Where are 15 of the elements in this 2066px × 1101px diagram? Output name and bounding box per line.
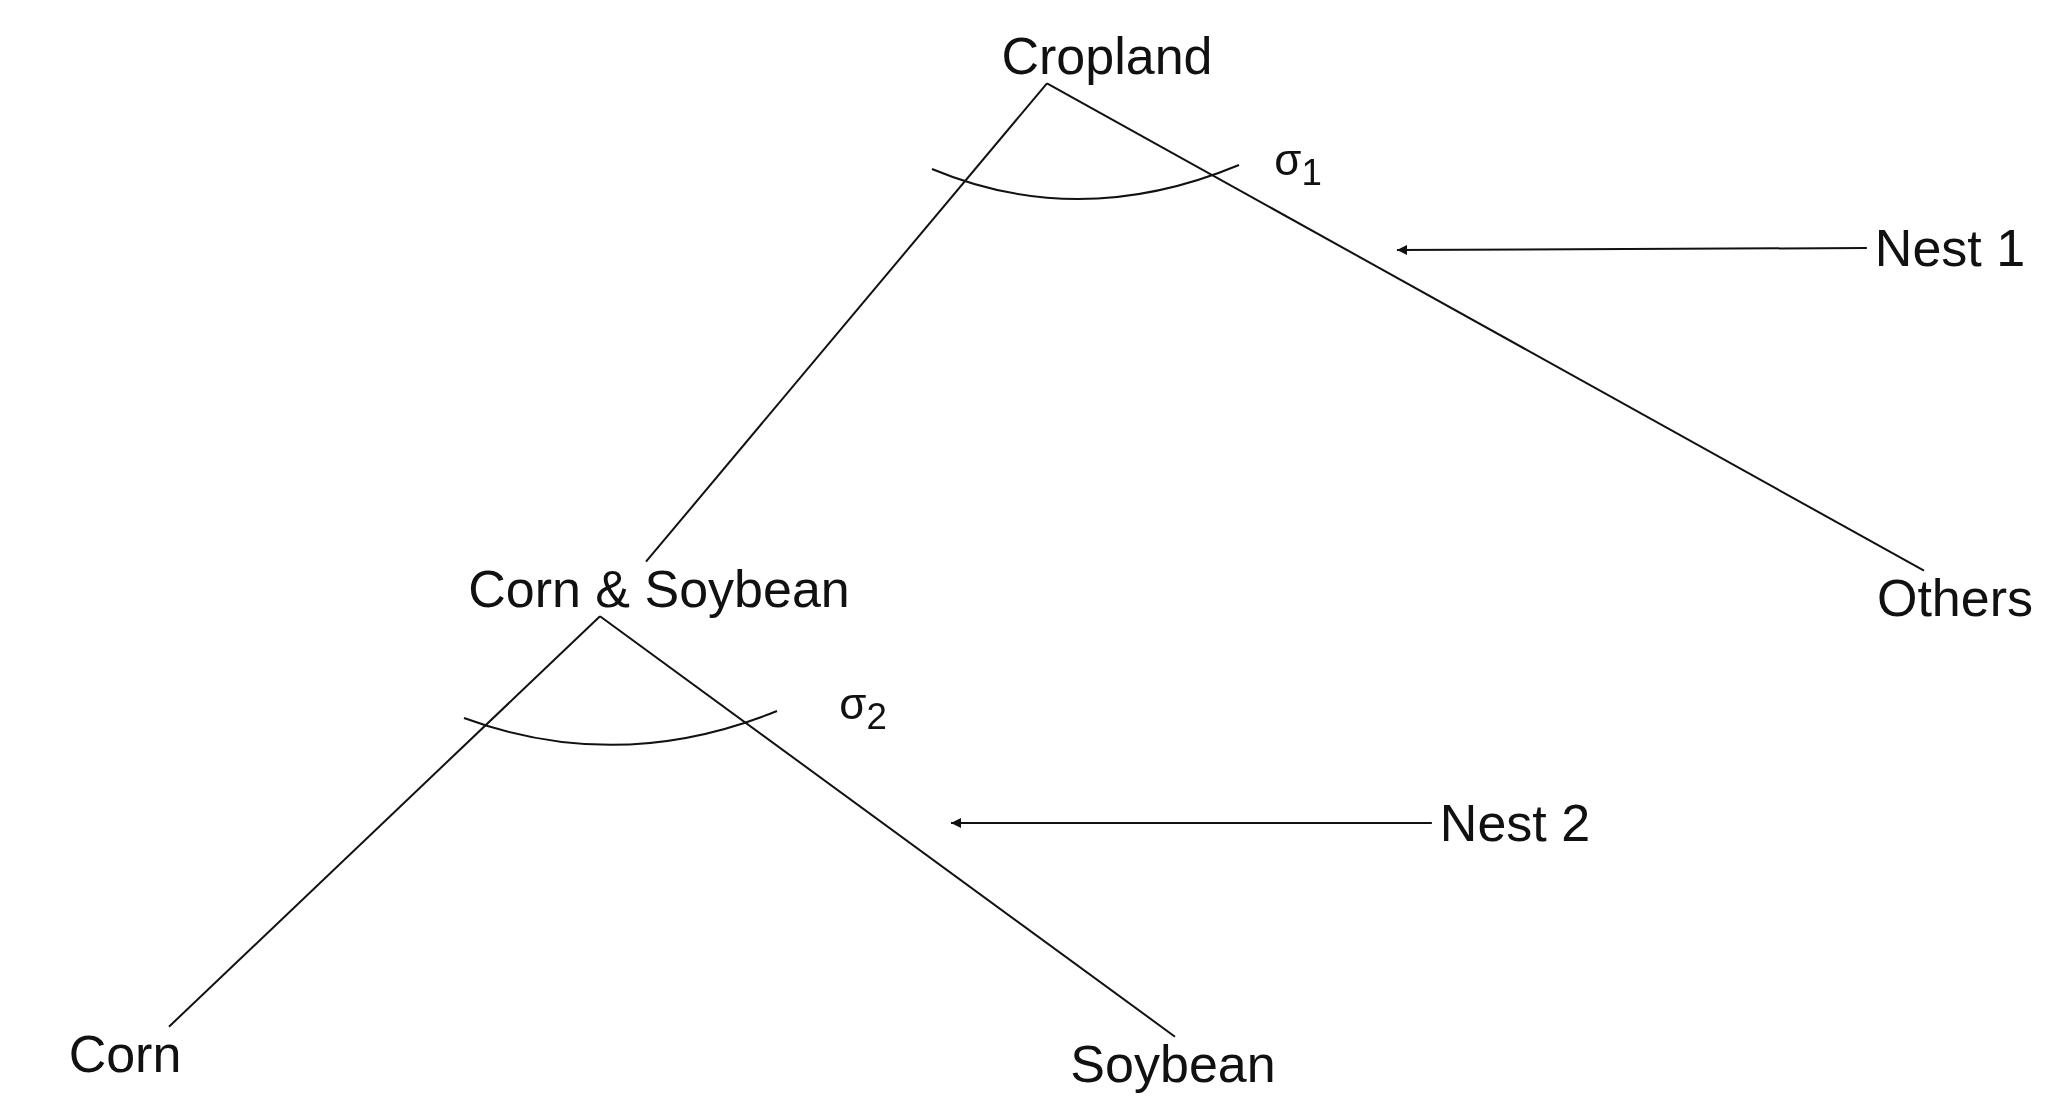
parameter-label: σ$_{2}$ bbox=[839, 680, 887, 738]
branch-line bbox=[168, 615, 601, 1028]
leader-arrow bbox=[1396, 244, 1868, 255]
branch-line bbox=[599, 615, 1176, 1038]
leader-arrow bbox=[950, 818, 1433, 828]
node-label: Corn bbox=[68, 1026, 182, 1082]
parameter-label: σ$_{1}$ bbox=[1274, 136, 1322, 194]
branch-line bbox=[645, 82, 1048, 563]
node-label: Cropland bbox=[1001, 28, 1213, 84]
node-label: Nest 2 bbox=[1439, 795, 1591, 851]
node-label: Nest 1 bbox=[1874, 220, 2026, 276]
node-label: Corn & Soybean bbox=[468, 561, 850, 617]
node-label: Others bbox=[1876, 570, 2034, 626]
node-label: Soybean bbox=[1070, 1036, 1276, 1092]
branch-line bbox=[1046, 82, 1925, 572]
